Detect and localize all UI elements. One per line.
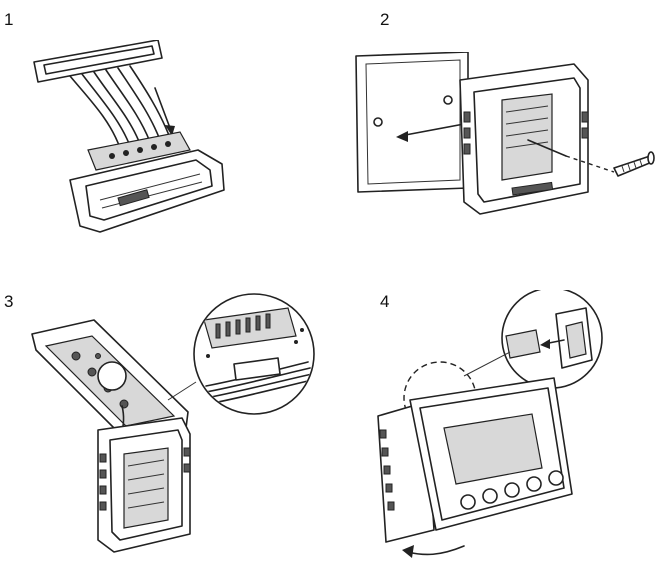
step-1-illustration (30, 40, 230, 245)
step-4-number: 4 (380, 292, 390, 311)
step-2-illustration (352, 52, 657, 222)
step-4-illustration (360, 290, 660, 565)
step-1-number: 1 (4, 10, 14, 29)
ribbon-cable-connect-icon (31, 293, 315, 553)
step-3-number: 3 (4, 292, 14, 311)
wall-plate-screw-mount-icon (355, 52, 655, 215)
front-cover-clip-close-icon (377, 290, 603, 558)
step-3-illustration (28, 290, 338, 558)
step-2-number: 2 (380, 10, 390, 29)
wiring-connector-icon (33, 40, 225, 233)
